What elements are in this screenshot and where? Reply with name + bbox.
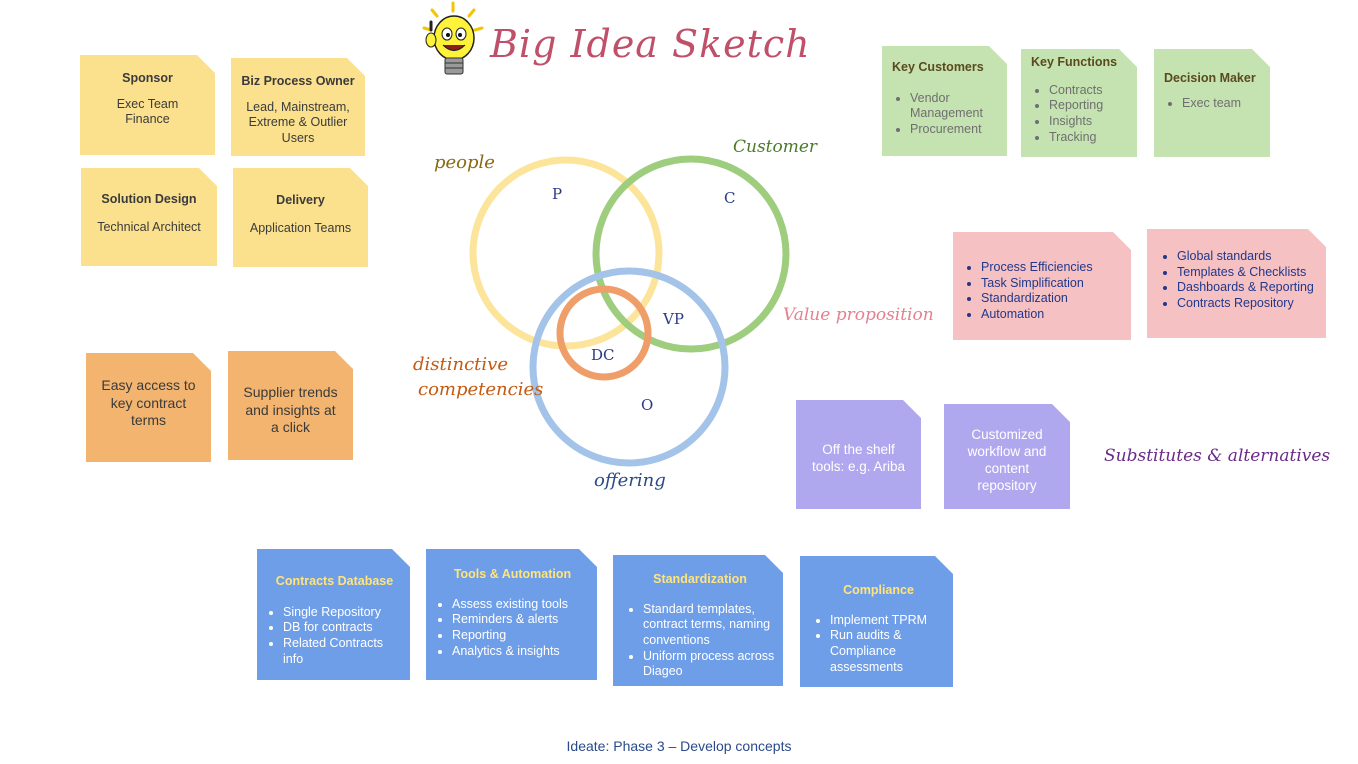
note-line: workflow and <box>967 443 1047 459</box>
list-item: Global standards <box>1177 249 1320 265</box>
list-item: Single Repository <box>283 605 404 621</box>
substitutes-label: Substitutes & alternatives <box>1104 446 1331 466</box>
note-line: Exec Team <box>116 96 179 111</box>
note-line: Easy access to <box>101 377 196 393</box>
note-title: Solution Design <box>101 192 197 206</box>
contracts-database-note: Contracts Database Single Repository DB … <box>257 549 410 680</box>
venn-letter-o: O <box>641 396 654 414</box>
note-title: Tools & Automation <box>453 567 572 581</box>
list-item: Run audits & Compliance assessments <box>830 628 945 675</box>
venn-letter-p: P <box>552 185 563 203</box>
list-item: Dashboards & Reporting <box>1177 280 1320 296</box>
note-line: Off the shelf <box>822 442 895 457</box>
list-item: Standard templates, contract terms, nami… <box>643 602 775 649</box>
customer-label: Customer <box>733 137 818 157</box>
offering-label: offering <box>594 470 666 491</box>
list-item: Related Contracts info <box>283 636 404 667</box>
note-line: Customized <box>971 427 1043 442</box>
lightbulb-mascot-icon <box>422 1 484 75</box>
note-line: a click <box>271 419 310 435</box>
header: Big Idea Sketch <box>418 0 818 88</box>
key-customers-note: Key Customers Vendor Management Procurem… <box>882 46 1007 156</box>
delivery-note: Delivery Application Teams <box>233 168 368 267</box>
list-item: Assess existing tools <box>452 597 591 613</box>
list-item: Tracking <box>1049 130 1131 146</box>
decision-maker-note: Decision Maker Exec team <box>1154 49 1270 157</box>
value-proposition-label: Value proposition <box>783 305 934 325</box>
list-item: Reporting <box>1049 98 1131 114</box>
list-item: Reporting <box>452 628 591 644</box>
distinctive-label: distinctive <box>413 354 508 375</box>
note-line: tools: e.g. Ariba <box>811 458 906 474</box>
value-benefits-note: Process Efficiencies Task Simplification… <box>953 232 1131 340</box>
note-title: Biz Process Owner <box>241 74 355 88</box>
note-line: Technical Architect <box>97 219 201 234</box>
value-features-note: Global standards Templates & Checklists … <box>1147 229 1326 338</box>
venn-letter-c: C <box>724 189 736 207</box>
footer-caption: Ideate: Phase 3 – Develop concepts <box>566 738 792 754</box>
off-the-shelf-note: Off the shelf tools: e.g. Ariba <box>796 400 921 509</box>
page-title: Big Idea Sketch <box>490 22 811 66</box>
note-line: Extreme & Outlier <box>248 115 348 130</box>
note-title: Key Functions <box>1031 55 1118 69</box>
note-title: Standardization <box>653 572 747 586</box>
sponsor-note: Sponsor Exec Team Finance <box>80 55 215 155</box>
list-item: Task Simplification <box>981 276 1125 292</box>
note-line: key contract <box>110 394 187 411</box>
note-line: content <box>984 460 1030 476</box>
note-line: repository <box>977 477 1037 493</box>
list-item: Exec team <box>1182 96 1264 112</box>
supplier-trends-note: Supplier trends and insights at a click <box>228 351 353 460</box>
competencies-label: competencies <box>418 379 544 400</box>
list-item: Implement TPRM <box>830 613 945 629</box>
distinctive-competencies-circle <box>556 285 652 381</box>
note-line: Lead, Mainstream, <box>246 99 350 114</box>
standardization-note: Standardization Standard templates, cont… <box>613 555 783 686</box>
customer-circle <box>592 155 790 353</box>
easy-access-note: Easy access to key contract terms <box>86 353 211 462</box>
compliance-note: Compliance Implement TPRM Run audits & C… <box>800 556 953 687</box>
note-title: Compliance <box>843 583 914 597</box>
note-title: Sponsor <box>122 71 173 85</box>
venn-letter-dc: DC <box>591 346 615 364</box>
note-line: Finance <box>125 112 170 127</box>
note-line: Users <box>281 130 315 145</box>
key-functions-note: Key Functions Contracts Reporting Insigh… <box>1021 49 1137 157</box>
list-item: Uniform process across Diageo <box>643 649 775 680</box>
note-line: Application Teams <box>249 220 352 235</box>
list-item: Procurement <box>910 122 1001 138</box>
offering-circle <box>529 267 729 467</box>
note-title: Delivery <box>276 193 325 207</box>
biz-process-owner-note: Biz Process Owner Lead, Mainstream, Extr… <box>231 58 365 156</box>
list-item: Reminders & alerts <box>452 612 591 628</box>
note-line: terms <box>131 412 166 428</box>
venn-letter-vp: VP <box>663 310 684 328</box>
list-item: DB for contracts <box>283 620 404 636</box>
list-item: Process Efficiencies <box>981 260 1125 276</box>
list-item: Contracts <box>1049 83 1131 99</box>
people-label: people <box>434 152 495 173</box>
note-title: Decision Maker <box>1164 71 1256 85</box>
note-line: and insights at <box>245 401 336 418</box>
list-item: Insights <box>1049 114 1131 130</box>
list-item: Analytics & insights <box>452 644 591 660</box>
people-circle <box>469 156 663 350</box>
list-item: Standardization <box>981 291 1125 307</box>
note-title: Contracts Database <box>275 574 394 588</box>
list-item: Contracts Repository <box>1177 296 1320 312</box>
tools-automation-note: Tools & Automation Assess existing tools… <box>426 549 597 680</box>
note-title: Key Customers <box>892 60 984 74</box>
list-item: Templates & Checklists <box>1177 265 1320 281</box>
customized-workflow-note: Customized workflow and content reposito… <box>944 404 1070 509</box>
note-line: Supplier trends <box>243 384 338 400</box>
solution-design-note: Solution Design Technical Architect <box>81 168 217 266</box>
list-item: Automation <box>981 307 1125 323</box>
list-item: Vendor Management <box>910 91 1001 122</box>
